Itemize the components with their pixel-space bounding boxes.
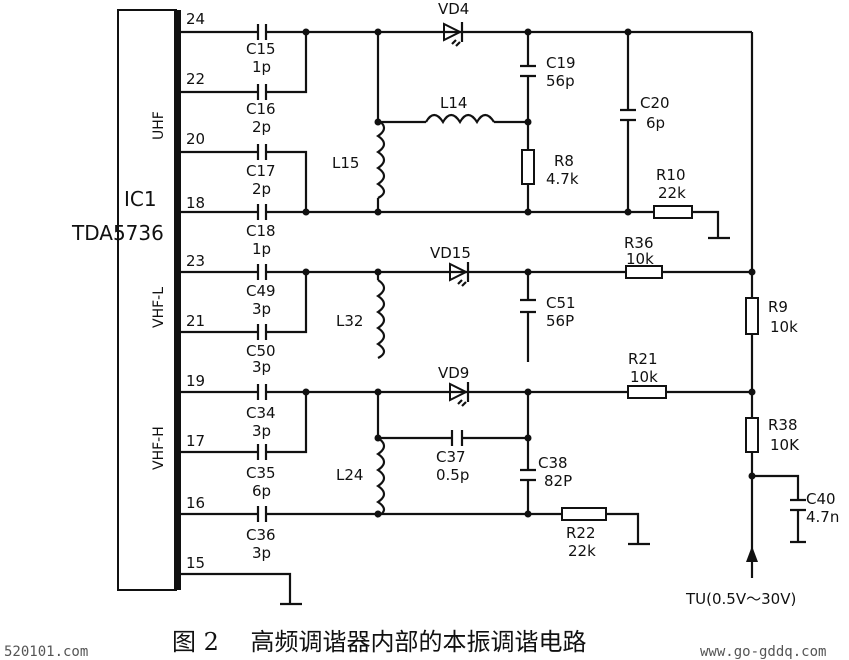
component-labels: C15 1p C16 2p C17 2p C18 1p C49 3p C50 3… [246, 0, 839, 562]
svg-text:10K: 10K [770, 436, 800, 454]
svg-text:3p: 3p [252, 358, 271, 376]
svg-text:3p: 3p [252, 544, 271, 562]
svg-text:R9: R9 [768, 298, 788, 316]
svg-text:C17: C17 [246, 162, 276, 180]
svg-text:C34: C34 [246, 404, 276, 422]
svg-text:82P: 82P [544, 472, 572, 490]
svg-text:L14: L14 [440, 94, 467, 112]
svg-text:C37: C37 [436, 448, 466, 466]
band-label-vhf-l: VHF-L [151, 287, 167, 328]
wiring [181, 22, 806, 606]
svg-text:4.7k: 4.7k [546, 170, 579, 188]
pin-16: 16 [186, 494, 205, 512]
svg-text:10k: 10k [770, 318, 798, 336]
pin-15: 15 [186, 554, 205, 572]
ic-right-edge [174, 10, 181, 590]
tu-voltage-label: TU(0.5V～30V) [685, 590, 796, 608]
svg-text:R38: R38 [768, 416, 798, 434]
pin-21: 21 [186, 312, 205, 330]
svg-text:C38: C38 [538, 454, 568, 472]
svg-text:R8: R8 [554, 152, 574, 170]
svg-text:22k: 22k [658, 184, 686, 202]
svg-text:VD4: VD4 [438, 0, 469, 18]
pin-20: 20 [186, 130, 205, 148]
svg-text:1p: 1p [252, 240, 271, 258]
svg-text:R10: R10 [656, 166, 686, 184]
svg-text:3p: 3p [252, 300, 271, 318]
svg-text:L15: L15 [332, 154, 359, 172]
figure-caption: 图 2 高频调谐器内部的本振调谐电路 [172, 628, 587, 656]
pin-19: 19 [186, 372, 205, 390]
svg-text:1p: 1p [252, 58, 271, 76]
svg-text:R36: R36 [624, 234, 654, 252]
svg-text:3p: 3p [252, 422, 271, 440]
ic-name: IC1 [124, 187, 157, 211]
svg-text:C20: C20 [640, 94, 670, 112]
svg-text:C36: C36 [246, 526, 276, 544]
svg-text:C49: C49 [246, 282, 276, 300]
pin-24: 24 [186, 10, 205, 28]
svg-text:C51: C51 [546, 294, 576, 312]
ic-part-number: TDA5736 [71, 221, 164, 245]
pin-22: 22 [186, 70, 205, 88]
svg-text:10k: 10k [626, 250, 654, 268]
svg-text:C35: C35 [246, 464, 276, 482]
svg-text:C50: C50 [246, 342, 276, 360]
svg-text:C18: C18 [246, 222, 276, 240]
junction-dots [302, 28, 756, 518]
svg-text:L32: L32 [336, 312, 363, 330]
svg-text:0.5p: 0.5p [436, 466, 469, 484]
svg-text:56p: 56p [546, 72, 575, 90]
svg-text:10k: 10k [630, 368, 658, 386]
svg-text:C19: C19 [546, 54, 576, 72]
ic-outline [117, 9, 177, 591]
pin-23: 23 [186, 252, 205, 270]
svg-text:VD9: VD9 [438, 364, 469, 382]
svg-text:56P: 56P [546, 312, 574, 330]
svg-text:2p: 2p [252, 118, 271, 136]
svg-text:6p: 6p [252, 482, 271, 500]
svg-text:C40: C40 [806, 490, 836, 508]
watermark-right: www.go-gddq.com [700, 644, 826, 660]
watermark-left: 520101.com [4, 644, 88, 660]
svg-text:C15: C15 [246, 40, 276, 58]
svg-text:2p: 2p [252, 180, 271, 198]
svg-text:R22: R22 [566, 524, 596, 542]
svg-text:6p: 6p [646, 114, 665, 132]
band-label-vhf-h: VHF-H [151, 426, 167, 470]
svg-text:22k: 22k [568, 542, 596, 560]
svg-text:R21: R21 [628, 350, 658, 368]
svg-text:L24: L24 [336, 466, 363, 484]
pin-17: 17 [186, 432, 205, 450]
band-label-uhf: UHF [151, 111, 167, 140]
svg-text:4.7n: 4.7n [806, 508, 839, 526]
pin-18: 18 [186, 194, 205, 212]
svg-text:VD15: VD15 [430, 244, 471, 262]
svg-text:C16: C16 [246, 100, 276, 118]
